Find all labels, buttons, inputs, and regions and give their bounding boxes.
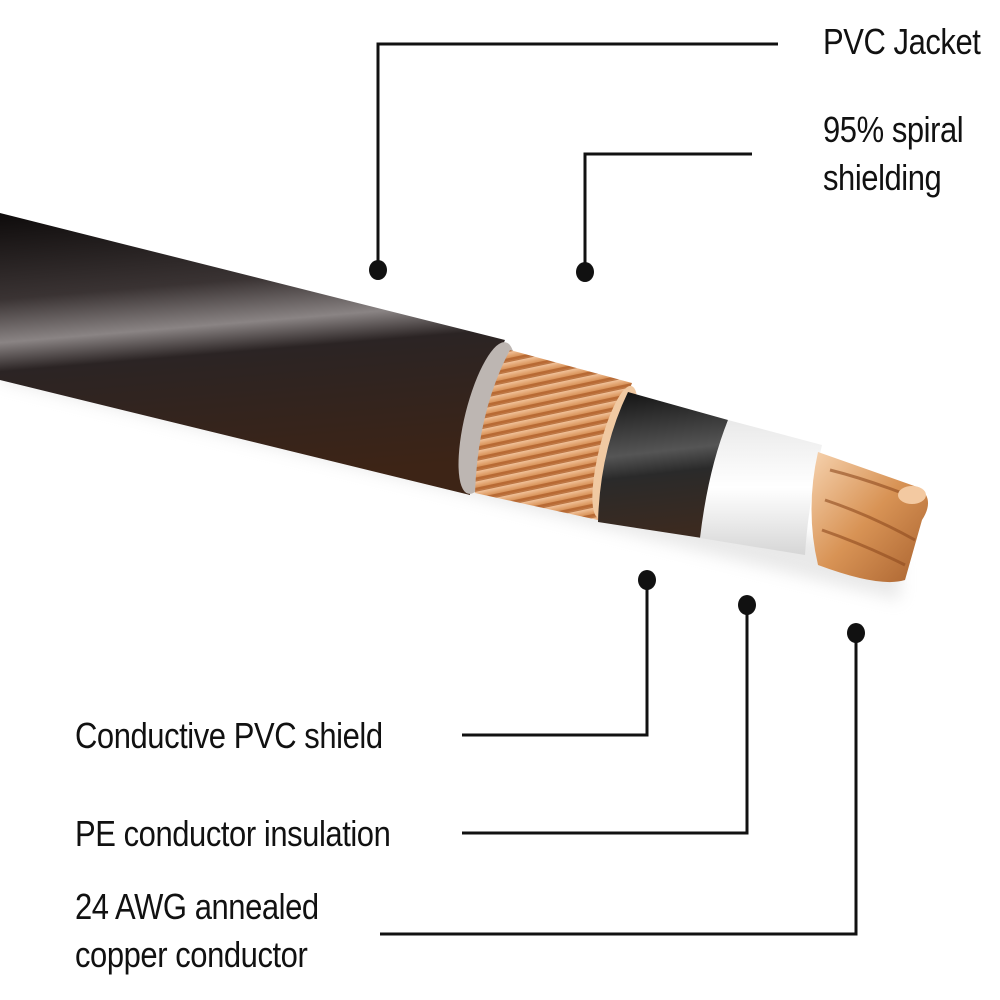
callout-dots [369,260,865,643]
pvc-jacket-shape [0,213,516,495]
label-spiral-shielding-line1: 95% spiral [823,109,964,150]
conductive-pvc-shape [598,392,728,538]
leader-lines [376,42,858,936]
copper-conductor-shape [811,452,929,583]
label-pe-insulation: PE conductor insulation [75,813,391,854]
label-copper-line2: copper conductor [75,934,308,975]
pe-insulation-shape [700,420,822,555]
label-conductive-pvc-shield: Conductive PVC shield [75,715,383,756]
label-pvc-jacket: PVC Jacket [823,21,981,62]
label-spiral-shielding-line2: shielding [823,157,942,198]
label-copper-line1: 24 AWG annealed [75,886,319,927]
